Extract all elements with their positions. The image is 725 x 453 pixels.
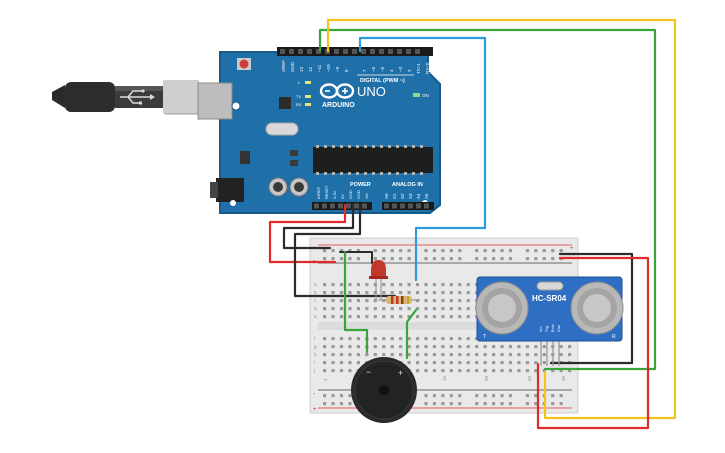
transmitter-transducer: [475, 281, 529, 335]
atmega-chip: [313, 145, 433, 175]
wire-pin8-blue: [358, 36, 487, 282]
svg-text:A2: A2: [400, 193, 405, 199]
svg-text:2: 2: [407, 69, 412, 72]
svg-text:~9: ~9: [335, 66, 340, 72]
wire-led-black: [339, 251, 373, 264]
svg-text:L: L: [298, 80, 301, 85]
svg-text:~3: ~3: [398, 66, 403, 72]
svg-text:i: i: [314, 360, 315, 365]
svg-text:4: 4: [389, 69, 394, 72]
capacitors: [268, 177, 309, 197]
arduino-logo-icon: [319, 83, 355, 99]
red-led: [369, 260, 388, 300]
wire-5v-red: [268, 203, 347, 264]
svg-text:5V: 5V: [340, 194, 345, 199]
svg-text:12: 12: [308, 66, 313, 72]
svg-text:GND: GND: [348, 190, 353, 199]
svg-text:15: 15: [442, 375, 447, 381]
svg-text:30: 30: [561, 375, 566, 381]
svg-text:T: T: [483, 334, 486, 340]
arduino-model: UNO: [357, 84, 386, 99]
svg-text:+: +: [398, 368, 403, 378]
svg-text:g: g: [314, 344, 317, 349]
svg-text:Trig: Trig: [545, 326, 549, 332]
svg-text:A4: A4: [416, 193, 421, 199]
digital-header-label: DIGITAL (PWM ~): [360, 78, 405, 84]
arduino-uno-board[interactable]: AREF GND 13 12 ~11 ~10 ~9 8 7 ~6 ~5 4 ~3…: [197, 47, 441, 214]
svg-text:TX>1: TX>1: [416, 63, 421, 74]
wire-buzzer-green: [343, 250, 369, 354]
svg-text:Echo: Echo: [551, 324, 555, 332]
status-leds: L TX RX: [296, 80, 311, 107]
svg-text:25: 25: [527, 375, 532, 381]
svg-text:RX<0: RX<0: [425, 62, 430, 74]
svg-text:8: 8: [344, 69, 349, 72]
svg-text:Vcc: Vcc: [539, 326, 543, 332]
svg-text:A5: A5: [424, 193, 429, 199]
digital-pin-labels: AREF GND 13 12 ~11 ~10 ~9 8 7 ~6 ~5 4 ~3…: [281, 60, 430, 74]
wire-gnd-black-2: [293, 203, 397, 298]
on-led-label: ON: [422, 93, 429, 98]
piezo-buzzer: − +: [351, 357, 417, 423]
svg-text:Vin: Vin: [364, 193, 369, 199]
svg-text:IOREF: IOREF: [316, 186, 321, 199]
receiver-transducer: [570, 281, 624, 335]
svg-text:AREF: AREF: [281, 60, 286, 72]
svg-text:d: d: [314, 306, 317, 311]
svg-text:RX: RX: [296, 102, 302, 107]
svg-text:13: 13: [299, 66, 304, 72]
power-header: [312, 202, 372, 210]
usb-cable: [52, 80, 211, 115]
analog-pin-labels: A0 A1 A2 A3 A4 A5: [384, 193, 429, 199]
wires: [268, 18, 677, 430]
svg-text:+: +: [570, 246, 574, 252]
svg-text:A0: A0: [384, 193, 389, 199]
svg-text:20: 20: [484, 375, 489, 381]
row-letters: a b c d e f g h i j: [313, 282, 317, 373]
svg-text:~11: ~11: [317, 64, 322, 72]
svg-text:7: 7: [362, 69, 367, 72]
sensor-label: HC-SR04: [532, 294, 567, 303]
svg-text:3.3V: 3.3V: [332, 190, 337, 199]
svg-text:~5: ~5: [380, 66, 385, 72]
digital-header: [277, 47, 433, 56]
svg-text:1: 1: [323, 378, 328, 381]
svg-text:+: +: [313, 407, 317, 413]
wire-pin12-yellow: [326, 18, 677, 420]
wire-resistor-green: [405, 308, 418, 360]
svg-text:Gnd: Gnd: [557, 325, 561, 332]
svg-text:RESET: RESET: [324, 185, 329, 199]
wire-gnd-black: [282, 203, 355, 250]
svg-text:a: a: [314, 282, 317, 287]
resistor: [378, 296, 420, 304]
svg-text:-: -: [313, 391, 315, 397]
svg-text:c: c: [314, 298, 317, 303]
arduino-brand: ARDUINO: [322, 102, 355, 109]
power-pin-labels: IOREF RESET 3.3V 5V GND GND Vin: [316, 185, 369, 199]
analog-header: [382, 202, 434, 210]
svg-text:~6: ~6: [371, 66, 376, 72]
power-header-label: POWER: [350, 182, 371, 188]
svg-text:GND: GND: [356, 190, 361, 199]
svg-text:TX: TX: [296, 94, 301, 99]
svg-text:b: b: [314, 290, 317, 295]
svg-text:A1: A1: [392, 193, 397, 199]
svg-text:f: f: [314, 336, 316, 341]
svg-text:A3: A3: [408, 193, 413, 199]
wire-pin13-green: [318, 28, 657, 371]
svg-text:e: e: [314, 314, 317, 319]
svg-text:R: R: [612, 334, 616, 340]
ultrasonic-sensor: HC-SR04 Vcc Trig Echo Gnd T R: [475, 276, 624, 366]
svg-text:GND: GND: [290, 61, 295, 72]
svg-text:−: −: [366, 367, 371, 377]
svg-text:~10: ~10: [326, 64, 331, 72]
analog-header-label: ANALOG IN: [392, 182, 423, 188]
svg-text:h: h: [314, 352, 317, 357]
usb-icon: [120, 89, 155, 105]
wire-vcc-red: [536, 256, 650, 430]
reset-button[interactable]: [239, 59, 249, 69]
svg-text:j: j: [313, 368, 315, 373]
wire-gnd-rail-black: [549, 252, 634, 365]
